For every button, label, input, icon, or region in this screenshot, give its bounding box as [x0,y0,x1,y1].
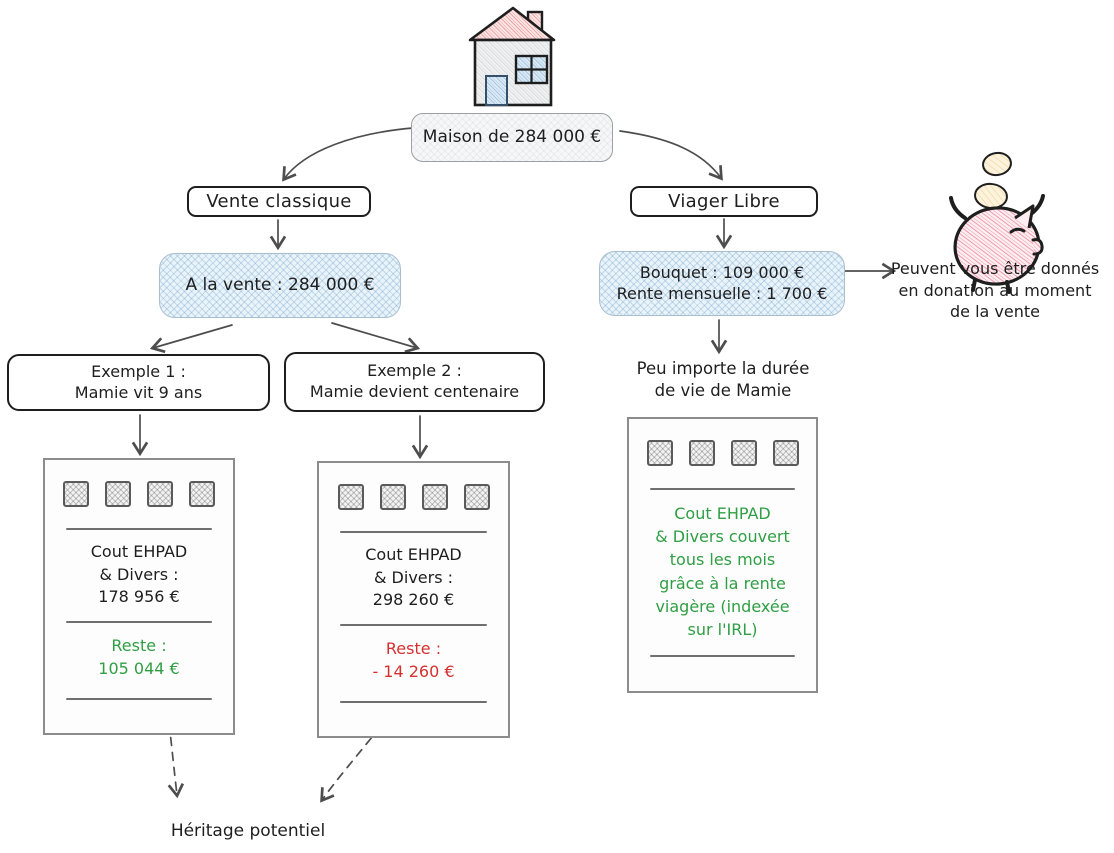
divider [339,624,488,627]
square-icon [421,484,448,510]
donation-note-line3: de la vente [950,302,1040,322]
duration-note: Peu importe la durée de vie de Mamie [613,358,833,403]
example1-box: Exemple 1 : Mamie vit 9 ans [7,354,270,411]
square-icon [730,440,757,466]
square-icon [189,481,215,507]
arrow-sale-to-example1 [149,324,233,354]
heritage-text: Héritage potentiel [170,821,326,841]
card1-rest-line1: Reste : [111,636,167,656]
card1-cost-line3: 178 956 € [98,587,180,607]
divider [339,531,488,533]
root-node-maison: Maison de 284 000 € [411,113,613,162]
divider [339,700,488,703]
viager-terms-line1: Bouquet : 109 000 € [639,262,805,282]
card2-rest: Reste : - 14 260 € [372,638,454,683]
square-icon [688,440,715,466]
square-icon [463,484,490,510]
viager-card-line1: Cout EHPAD [674,504,771,523]
card2-rest-line2: - 14 260 € [372,661,455,681]
viager-card-line6: sur l'IRL) [687,619,758,639]
card1-cost: Cout EHPAD & Divers : 178 956 € [91,541,188,609]
document-squares-icon [337,484,490,510]
donation-note-line2: en donation au moment [898,280,1092,300]
card1-cost-line1: Cout EHPAD [90,542,188,561]
example1-title-line1: Exemple 1 : [91,361,186,381]
duration-note-line1: Peu importe la durée [636,359,810,378]
example1-title-line2: Mamie vit 9 ans [74,382,203,402]
sale-value-label: A la vente : 284 000 € [185,275,375,296]
example2-title-line1: Exemple 2 : [367,361,462,381]
donation-note-line1: Peuvent vous être donnés [890,259,1100,278]
document-squares-icon [646,440,799,466]
card2-rest-line1: Reste : [385,639,442,659]
piggy-bank-icon [949,151,1045,294]
house-icon [468,6,556,107]
viager-card-line5: viagère (indexée [655,596,790,616]
card2-cost-line1: Cout EHPAD [365,545,462,564]
arrow-root-to-vente [282,127,414,182]
card2-cost-line2: & Divers : [373,567,454,587]
arrow-sale-to-example2 [331,322,421,354]
viager-card-line4: grâce à la rente [659,573,786,593]
example2-box: Exemple 2 : Mamie devient centenaire [284,352,545,412]
branch-vente-label: Vente classique [206,190,352,212]
card2-cost-line3: 298 260 € [372,590,455,610]
card1-cost-line2: & Divers : [99,564,179,584]
divider [649,488,796,490]
square-icon [337,484,364,510]
card1-rest-line2: 105 044 € [98,658,180,678]
donation-note: Peuvent vous être donnés en donation au … [876,258,1114,323]
viager-card-text: Cout EHPAD & Divers couvert tous les moi… [655,502,790,641]
result-card-example2: Cout EHPAD & Divers : 298 260 € Reste : … [317,461,510,738]
square-icon [105,481,131,507]
branch-viager-label: Viager Libre [668,190,780,212]
example2-title-line2: Mamie devient centenaire [309,382,520,401]
duration-note-line2: de vie de Mamie [654,381,792,401]
viager-card-line3: tous les mois [669,550,776,570]
viager-terms-box: Bouquet : 109 000 € Rente mensuelle : 1 … [599,251,845,316]
square-icon [772,440,799,466]
card1-rest: Reste : 105 044 € [98,635,179,680]
square-icon [646,440,673,466]
sale-value-box: A la vente : 284 000 € [159,253,401,318]
document-squares-icon [63,481,215,507]
result-card-example1: Cout EHPAD & Divers : 178 956 € Reste : … [43,458,235,735]
divider [65,528,213,530]
arrow-root-to-viager [619,130,723,181]
root-label: Maison de 284 000 € [422,127,602,148]
heritage-label: Héritage potentiel [158,820,338,843]
divider [65,697,213,700]
result-card-viager: Cout EHPAD & Divers couvert tous les moi… [627,417,818,693]
viager-terms-line2: Rente mensuelle : 1 700 € [616,283,828,303]
viager-card-line2: & Divers couvert [655,527,790,547]
square-icon [63,481,89,507]
branch-viager-libre: Viager Libre [630,186,818,217]
divider [649,655,796,658]
branch-vente-classique: Vente classique [187,186,371,217]
square-icon [147,481,173,507]
card2-cost: Cout EHPAD & Divers : 298 260 € [365,544,462,612]
square-icon [379,484,406,510]
divider [65,621,213,624]
